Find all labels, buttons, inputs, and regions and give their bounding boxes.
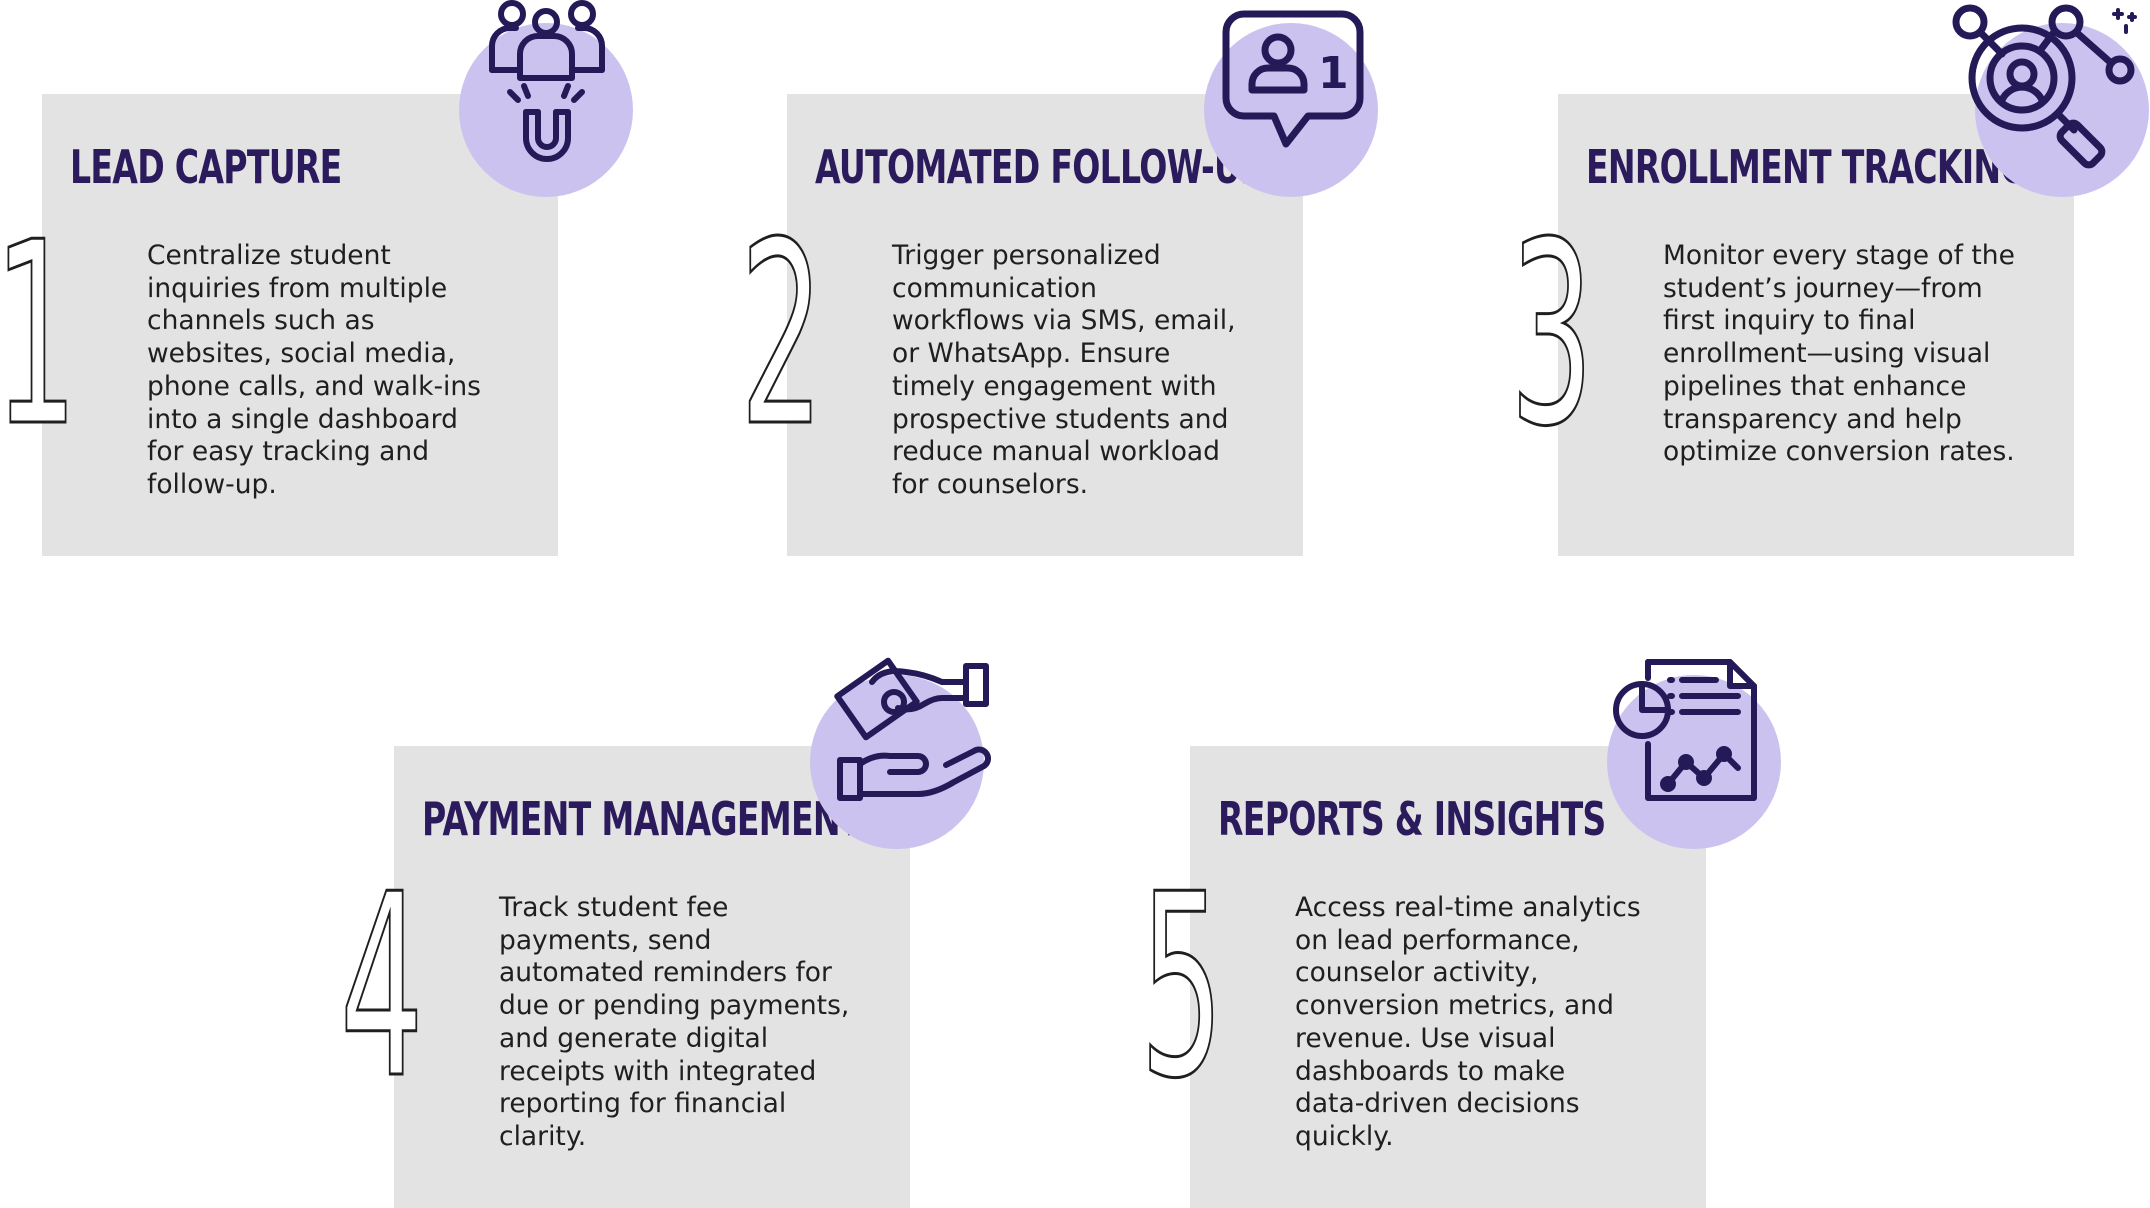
step-number: 3 <box>1509 189 1594 482</box>
description-line: Monitor every stage of the <box>1663 240 2015 271</box>
step-number: 1 <box>0 189 79 482</box>
feature-card-payment-management: PAYMENT MANAGEMENT Track student fee pay… <box>394 746 910 1208</box>
card-title: AUTOMATED FOLLOW-UP <box>815 140 1264 194</box>
description-line: phone calls, and walk-ins <box>147 370 481 402</box>
report-chart-icon <box>1612 658 1762 804</box>
description-line: communication <box>892 272 1097 304</box>
step-number: 2 <box>739 189 824 482</box>
description-line: workflows via SMS, email, <box>892 305 1236 337</box>
step-number: 5 <box>1139 841 1224 1134</box>
description-line: data-driven decisions <box>1295 1088 1580 1120</box>
user-notification-bubble-icon: 1 <box>1222 10 1364 150</box>
description-line: Centralize student <box>147 240 391 271</box>
card-title: LEAD CAPTURE <box>70 140 342 194</box>
description-line: conversion metrics, and <box>1295 990 1614 1022</box>
description-line: quickly. <box>1295 1120 1394 1152</box>
step-number: 4 <box>339 841 424 1134</box>
description-line: due or pending payments, <box>499 990 850 1022</box>
card-description: Trigger personalized communication workf… <box>892 240 1272 502</box>
card-description: Track student fee payments, send automat… <box>499 892 879 1154</box>
feature-card-reports-insights: REPORTS & INSIGHTS Access real-time anal… <box>1190 746 1706 1208</box>
description-line: or WhatsApp. Ensure <box>892 338 1171 370</box>
people-magnet-icon <box>489 0 610 170</box>
description-line: inquiries from multiple <box>147 272 448 304</box>
description-line: reduce manual workload <box>892 436 1220 468</box>
description-line: revenue. Use visual <box>1295 1022 1556 1054</box>
card-title: PAYMENT MANAGEMENT <box>422 792 863 846</box>
card-description: Monitor every stage of the student’s jou… <box>1663 240 2043 469</box>
description-line: payments, send <box>499 924 712 956</box>
description-line: dashboards to make <box>1295 1055 1566 1087</box>
card-description: Centralize student inquiries from multip… <box>147 240 527 502</box>
magnifier-network-icon <box>1950 2 2140 172</box>
description-line: Trigger personalized <box>892 240 1161 271</box>
description-line: timely engagement with <box>892 370 1217 402</box>
description-line: transparency and help <box>1663 403 1962 435</box>
feature-card-automated-follow-up: AUTOMATED FOLLOW-UP Trigger personalized… <box>787 94 1303 556</box>
description-line: counselor activity, <box>1295 957 1539 989</box>
card-title: ENROLLMENT TRACKING <box>1586 140 2028 194</box>
description-line: for counselors. <box>892 468 1089 500</box>
description-line: channels such as <box>147 305 375 337</box>
description-line: follow-up. <box>147 468 277 500</box>
description-line: first inquiry to final <box>1663 305 1916 337</box>
description-line: clarity. <box>499 1120 587 1152</box>
card-title: REPORTS & INSIGHTS <box>1218 792 1606 846</box>
description-line: student’s journey—from <box>1663 272 1983 304</box>
description-line: on lead performance, <box>1295 924 1580 956</box>
description-line: automated reminders for <box>499 957 832 989</box>
description-line: into a single dashboard <box>147 403 458 435</box>
description-line: Track student fee <box>499 892 729 923</box>
description-line: enrollment—using visual <box>1663 338 1991 370</box>
description-line: and generate digital <box>499 1022 769 1054</box>
description-line: for easy tracking and <box>147 436 430 468</box>
notification-count: 1 <box>1318 48 1349 99</box>
feature-card-lead-capture: LEAD CAPTURE Centralize student inquirie… <box>42 94 558 556</box>
description-line: pipelines that enhance <box>1663 370 1967 402</box>
description-line: websites, social media, <box>147 338 456 370</box>
description-line: receipts with integrated <box>499 1055 817 1087</box>
card-description: Access real-time analytics on lead perfo… <box>1295 892 1675 1154</box>
feature-card-enrollment-tracking: ENROLLMENT TRACKING Monitor every stage … <box>1558 94 2074 556</box>
description-line: optimize conversion rates. <box>1663 436 2015 468</box>
description-line: prospective students and <box>892 403 1229 435</box>
hand-payment-icon <box>832 652 1002 812</box>
description-line: reporting for financial <box>499 1088 787 1120</box>
description-line: Access real-time analytics <box>1295 892 1641 923</box>
